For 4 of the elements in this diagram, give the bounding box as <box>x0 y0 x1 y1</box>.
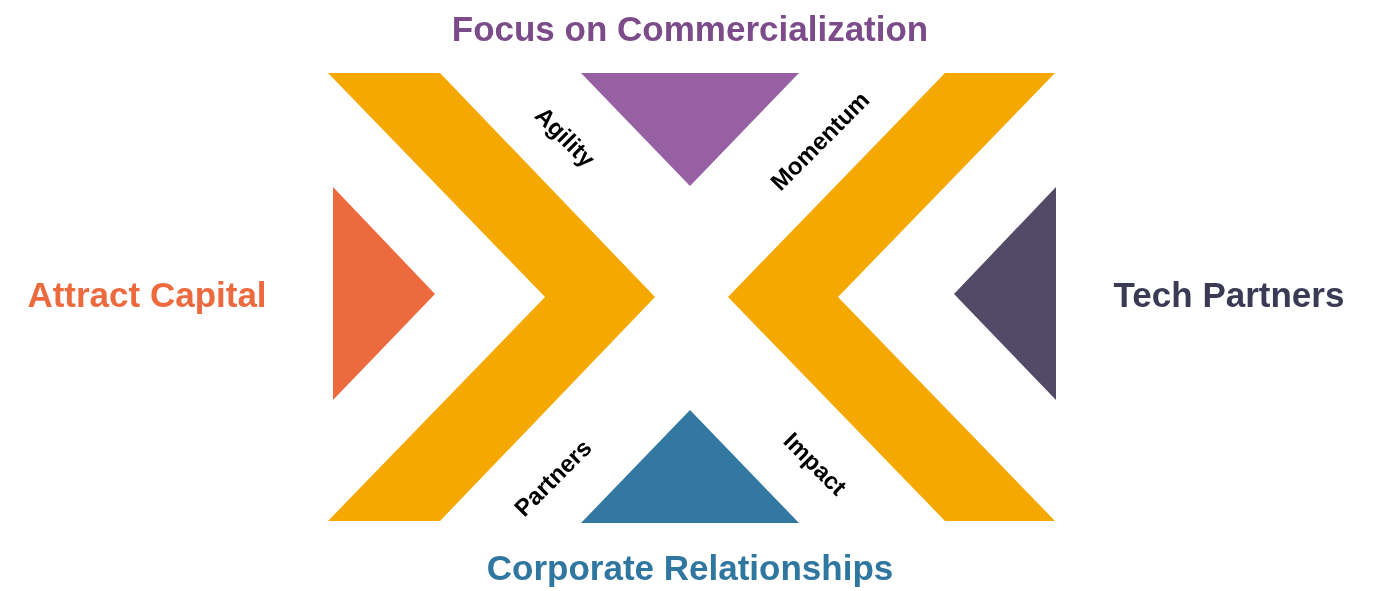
heading: Focus on Commercialization <box>451 10 929 46</box>
heading: Attract Capital <box>27 276 267 312</box>
heading: Tech Partners <box>1113 276 1345 312</box>
heading: Corporate Relationships <box>486 549 894 585</box>
